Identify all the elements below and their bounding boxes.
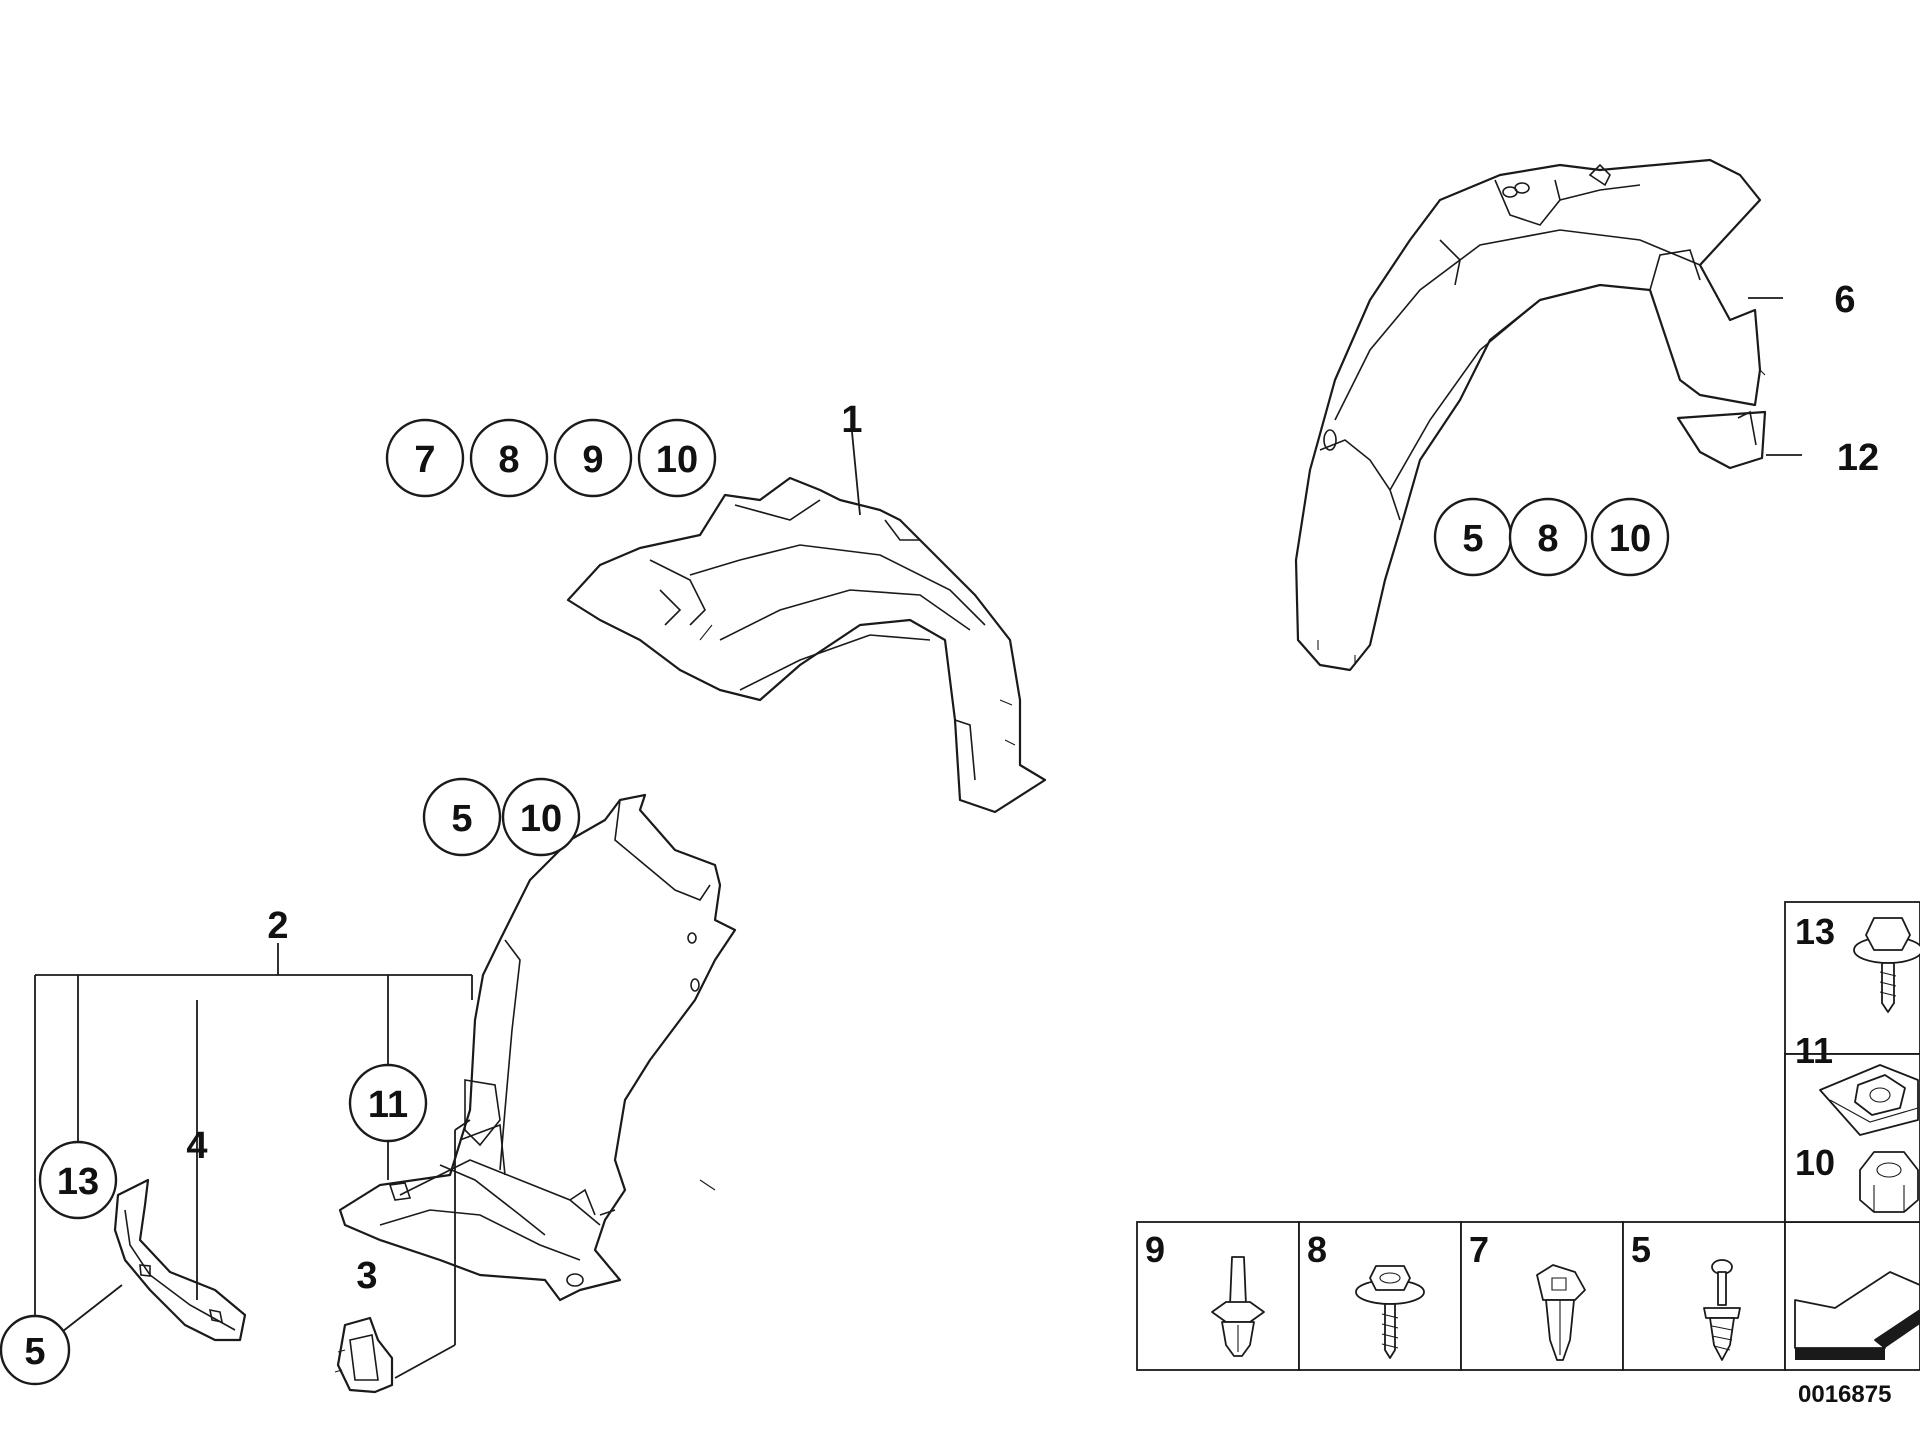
part-label: 4 — [186, 1125, 207, 1167]
diagram-id: 0016875 — [1798, 1381, 1891, 1408]
callout-group-left-13: 13 — [38, 1140, 118, 1220]
callout-group-center-front: 5 10 — [422, 777, 581, 857]
push-rivet-icon — [1211, 1256, 1265, 1357]
callout-label: 5 — [1462, 518, 1483, 560]
legend-number: 10 — [1795, 1142, 1835, 1183]
part-label: 12 — [1837, 437, 1879, 479]
spreader-rivet-icon — [1703, 1259, 1741, 1361]
callout-label: 13 — [57, 1161, 99, 1203]
legend-number: 11 — [1795, 1030, 1833, 1071]
clip-nut-icon — [1819, 1064, 1919, 1136]
part-5-label-group: 5 — [0, 1314, 71, 1386]
part-label: 6 — [1834, 279, 1855, 321]
part-3-bracket — [334, 1316, 394, 1394]
part-12-cover — [1676, 410, 1767, 470]
callout-group-left-11: 11 — [348, 1063, 428, 1143]
callout-label: 10 — [1609, 518, 1651, 560]
legend-number: 5 — [1631, 1229, 1651, 1270]
part-label: 5 — [24, 1331, 45, 1373]
legend-number: 9 — [1145, 1229, 1165, 1270]
hex-nut-icon — [1859, 1151, 1919, 1213]
part-4-mud-flap — [113, 1178, 247, 1342]
part-2-liner-front-section — [338, 793, 737, 1302]
leader-group-3 — [387, 1119, 471, 1379]
hardware-legend-bottom-row: 9 8 7 5 — [1136, 1221, 1920, 1371]
callout-group-top-center: 7 8 9 10 — [385, 418, 717, 498]
part-1-wheel-arch-liner — [566, 476, 1047, 814]
callout-label: 8 — [498, 439, 519, 481]
hex-bolt-icon — [1853, 917, 1920, 1013]
legend-number: 13 — [1795, 911, 1835, 952]
callout-label: 11 — [368, 1084, 408, 1126]
callout-label: 9 — [582, 439, 603, 481]
part-6-rear-wheel-arch-liner — [1294, 158, 1766, 672]
hardware-legend-right-column: 13 11 10 — [1784, 901, 1920, 1223]
part-label: 2 — [267, 905, 288, 947]
legend-number: 7 — [1469, 1229, 1489, 1270]
callout-label: 8 — [1537, 518, 1558, 560]
leader-5 — [57, 1284, 123, 1336]
hex-flange-screw-icon — [1355, 1265, 1425, 1359]
part-label: 3 — [356, 1255, 377, 1297]
callout-label: 7 — [414, 439, 435, 481]
leader-group-2 — [34, 943, 473, 1335]
legend-number: 8 — [1307, 1229, 1327, 1270]
expanding-nut-icon — [1536, 1264, 1586, 1361]
direction-arrow-icon — [1794, 1271, 1920, 1360]
callout-label: 5 — [451, 798, 472, 840]
callout-group-right-rear: 5 8 10 — [1433, 497, 1670, 577]
part-label: 1 — [841, 399, 862, 441]
leader-1 — [851, 431, 861, 516]
callout-label: 10 — [520, 798, 562, 840]
callout-label: 10 — [656, 439, 698, 481]
